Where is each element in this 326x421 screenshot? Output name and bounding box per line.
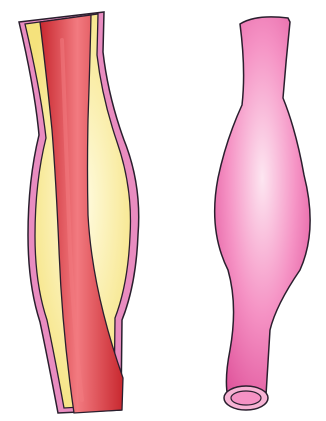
exterior-vessel-with-bulge bbox=[215, 17, 310, 410]
vessel-body bbox=[215, 17, 310, 401]
cutaway-vessel-with-plaque bbox=[19, 12, 139, 413]
vessel-opening-inner bbox=[231, 391, 261, 405]
